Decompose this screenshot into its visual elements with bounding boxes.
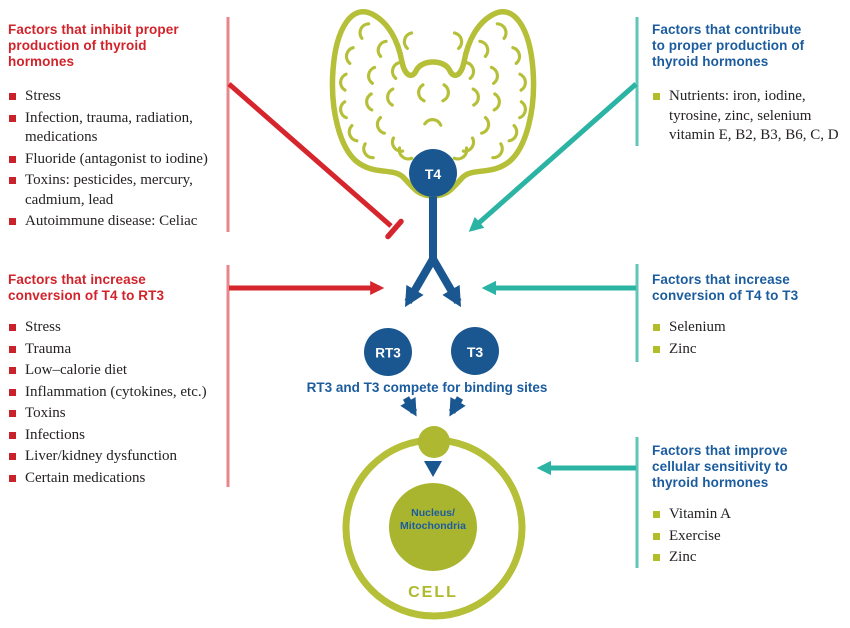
bullet-square-icon [653,511,660,518]
list-item-text: Liver/kidney dysfunction [25,448,178,464]
list-item: Stress [8,318,213,338]
receptor-circle [418,426,450,458]
bullet-square-icon [9,367,16,374]
bullet-square-icon [9,155,16,163]
list-item: Trauma [8,340,213,360]
bullet-square-icon [9,218,16,225]
section-title: Factors that increase conversion of T4 t… [652,272,799,303]
section-title: Factors that inhibit proper production o… [8,22,179,69]
list-item-text: Nutrients: iron, iodine, tyrosine, zinc,… [669,88,839,143]
section-rt3-conversion-factors: Factors that increase conversion of T4 t… [8,272,213,490]
contribute-arrow [468,82,638,232]
nucleus-label: Nucleus/ Mitochondria [400,507,466,532]
list-item: Inflammation (cytokines, etc.) [8,383,213,403]
list-item-text: Inflammation (cytokines, etc.) [25,383,207,400]
bullet-square-icon [9,345,16,353]
list-item-text: Stress [25,319,61,335]
list-item: Zinc [652,548,848,568]
list-item-text: Zinc [669,549,697,565]
list-item: Zinc [652,340,848,360]
rt3-circle-label: RT3 [375,346,401,361]
factor-list: Vitamin A Exercise Zinc [652,505,848,568]
bullet-square-icon [9,324,16,331]
list-item-text: Trauma [25,340,72,357]
bullet-square-icon [9,431,16,439]
rt3-circle [364,328,412,376]
section-title: Factors that contribute to proper produc… [652,22,805,69]
list-item-text: Autoimmune disease: Celiac [25,213,198,229]
factor-list: Stress Trauma Low–calorie diet Inflammat… [8,318,213,488]
bullet-square-icon [9,114,16,122]
bullet-square-icon [653,345,660,353]
inhibit-arrow [227,82,404,240]
list-item: Toxins: pesticides, mercury, cadmium, le… [8,171,213,210]
bullet-square-icon [9,453,16,460]
list-item: Stress [8,87,213,107]
section-t3-conversion-factors: Factors that increase conversion of T4 t… [652,272,848,361]
bullet-square-icon [9,410,16,417]
list-item: Nutrients: iron, iodine, tyrosine, zinc,… [652,87,848,146]
list-item-text: Zinc [669,340,697,357]
list-item-text: Certain medications [25,469,146,486]
t4-branch-arrows [404,197,462,308]
bullet-square-icon [9,474,16,482]
factor-list: Stress Infection, trauma, radiation, med… [8,87,213,232]
list-item: Fluoride (antagonist to iodine) [8,150,213,170]
bullet-square-icon [9,388,16,396]
list-item-text: Infections [25,426,85,443]
list-item-text: Toxins [25,405,66,421]
bullet-square-icon [653,324,660,331]
list-item: Selenium [652,318,848,338]
list-item: Exercise [652,527,848,547]
bullet-square-icon [653,554,660,561]
list-item: Liver/kidney dysfunction [8,447,213,467]
bullet-square-icon [9,177,16,184]
section-title: Factors that improve cellular sensitivit… [652,443,788,490]
section-sensitivity-factors: Factors that improve cellular sensitivit… [652,443,848,570]
t4-circle-label: T4 [425,166,442,182]
binding-arrows [400,396,466,417]
factor-list: Nutrients: iron, iodine, tyrosine, zinc,… [652,87,848,146]
list-item: Toxins [8,404,213,424]
compete-caption: RT3 and T3 compete for binding sites [306,380,548,395]
list-item: Vitamin A [652,505,848,525]
list-item-text: Stress [25,88,61,104]
list-item-text: Vitamin A [669,506,732,522]
list-item-text: Low–calorie diet [25,362,128,378]
list-item-text: Infection, trauma, radiation, medication… [25,109,193,146]
section-title: Factors that increase conversion of T4 t… [8,272,165,303]
list-item: Autoimmune disease: Celiac [8,212,213,232]
bullet-square-icon [653,532,660,540]
entry-triangle-icon [424,461,442,477]
list-item: Infections [8,426,213,446]
thyroid-gland-icon [329,9,537,199]
section-contribute-factors: Factors that contribute to proper produc… [652,22,848,148]
section-inhibit-factors: Factors that inhibit proper production o… [8,22,213,234]
list-item: Certain medications [8,469,213,489]
list-item-text: Toxins: pesticides, mercury, cadmium, le… [25,172,193,208]
list-item-text: Selenium [669,319,726,335]
cell-label: CELL [408,584,458,601]
nucleus-circle [389,483,477,571]
factor-list: Selenium Zinc [652,318,848,359]
bullet-square-icon [653,93,660,100]
t4-circle [409,149,457,197]
bullet-square-icon [9,93,16,100]
t3-circle-label: T3 [467,344,484,360]
t3-circle [451,327,499,375]
list-item: Low–calorie diet [8,361,213,381]
list-item-text: Exercise [669,527,721,544]
list-item-text: Fluoride (antagonist to iodine) [25,150,208,167]
list-item: Infection, trauma, radiation, medication… [8,109,213,148]
